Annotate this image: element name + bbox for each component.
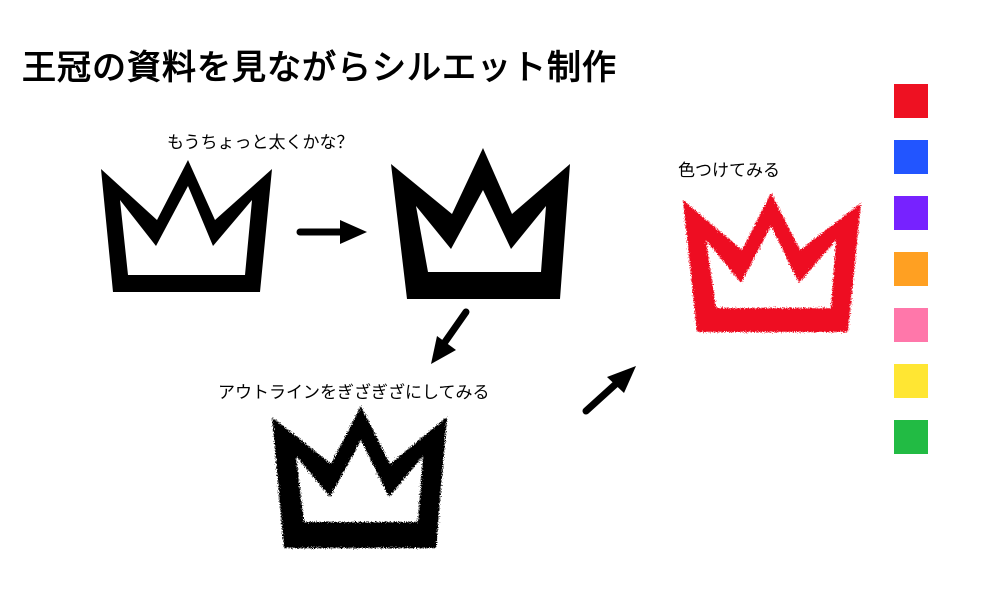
swatch-yellow <box>894 364 928 398</box>
crown-thin-outline <box>101 160 272 292</box>
crown-jagged-red <box>683 193 861 332</box>
swatch-pink <box>894 308 928 342</box>
swatch-green <box>894 420 928 454</box>
caption-jagged: アウトラインをぎざぎざにしてみる <box>218 383 490 403</box>
arrow-right <box>296 220 367 244</box>
caption-thicker: もうちょっと太くかな？ <box>167 133 354 153</box>
crown-jagged-black <box>272 406 447 548</box>
caption-color: 色つけてみる <box>678 161 780 181</box>
swatch-orange <box>894 252 928 286</box>
swatch-red <box>894 84 928 118</box>
arrow-up-right <box>582 366 636 415</box>
swatch-blue <box>894 140 928 174</box>
crown-thick-outline <box>391 148 570 299</box>
arrow-down-left <box>431 308 470 364</box>
swatch-purple <box>894 196 928 230</box>
page-title: 王冠の資料を見ながらシルエット制作 <box>22 48 617 88</box>
